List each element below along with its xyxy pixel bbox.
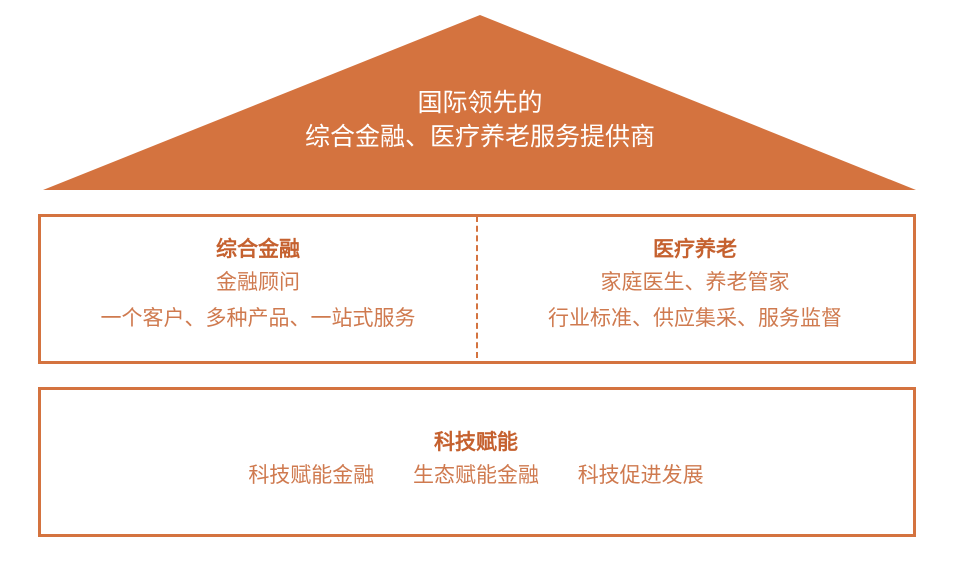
pillars-divider [476, 216, 478, 358]
foundation-item: 科技赋能金融 [248, 463, 375, 487]
roof-title-line2: 综合金融、医疗养老服务提供商 [304, 122, 655, 151]
roof-triangle [43, 15, 916, 190]
foundation-item: 生态赋能金融 [413, 463, 539, 487]
pillar-title: 医疗养老 [653, 237, 737, 261]
foundation-box [38, 387, 916, 537]
pillar-line: 行业标准、供应集采、服务监督 [548, 306, 842, 330]
foundation-title: 科技赋能 [434, 430, 518, 454]
pillar-healthcare-eldercare: 医疗养老 家庭医生、养老管家 行业标准、供应集采、服务监督 [480, 230, 910, 336]
pillars-box [38, 214, 916, 364]
pillar-line: 家庭医生、养老管家 [600, 270, 790, 294]
pillar-line: 金融顾问 [216, 270, 300, 294]
foundation-item: 科技促进发展 [577, 463, 704, 487]
pillar-line: 一个客户、多种产品、一站式服务 [100, 306, 416, 330]
roof-title-line1: 国际领先的 [417, 88, 543, 117]
pillar-title: 综合金融 [216, 237, 300, 261]
pillar-comprehensive-finance: 综合金融 金融顾问 一个客户、多种产品、一站式服务 [40, 230, 476, 336]
foundation-items: 科技赋能金融 生态赋能金融 科技促进发展 [40, 458, 912, 492]
